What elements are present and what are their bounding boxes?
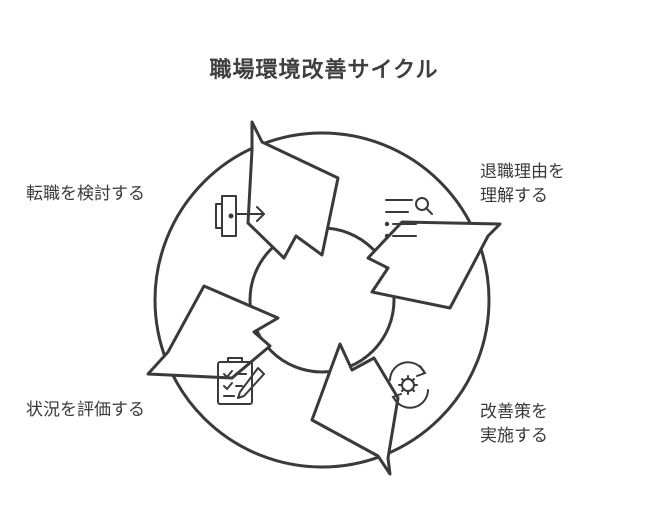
clipboard-pencil-icon — [217, 357, 265, 405]
step-label-line: 実施する — [480, 426, 548, 446]
arrow-top — [246, 120, 340, 260]
step-label-consider-job-change: 転職を検討する — [26, 182, 145, 206]
step-label-implement: 改善策を 実施する — [480, 400, 548, 448]
arrow-right — [366, 220, 502, 310]
step-label-evaluate: 状況を評価する — [26, 398, 145, 422]
diagram-title: 職場環境改善サイクル — [209, 58, 439, 83]
step-label-understand: 退職理由を 理解する — [480, 160, 565, 208]
step-label-line: 退職理由を — [480, 162, 565, 182]
step-label-line: 状況を評価する — [26, 400, 145, 420]
door-exit-icon — [215, 195, 265, 237]
step-label-line: 理解する — [480, 186, 548, 206]
arrow-bottom — [310, 342, 400, 476]
step-label-line: 改善策を — [480, 402, 548, 422]
arrow-left — [146, 284, 280, 380]
step-label-line: 転職を検討する — [26, 184, 145, 204]
list-search-icon — [384, 197, 433, 239]
refresh-gear-icon — [389, 361, 429, 409]
